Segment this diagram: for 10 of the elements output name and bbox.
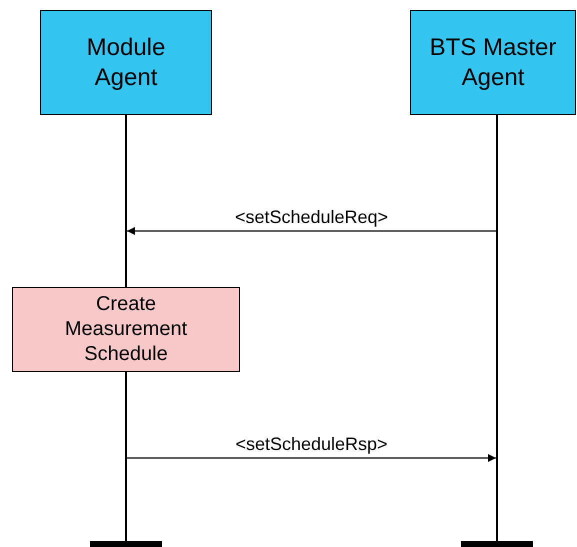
edge-label: <setScheduleRsp>: [233, 434, 390, 455]
lifeline: [496, 115, 498, 541]
edge-label: <setScheduleReq>: [232, 207, 390, 228]
agent-box: BTS Master Agent: [410, 10, 576, 115]
message-arrow: [127, 227, 496, 235]
agent-box: Module Agent: [40, 10, 212, 115]
lifeline: [125, 115, 127, 287]
message-arrow: [127, 454, 496, 462]
process-box: Create Measurement Schedule: [12, 287, 240, 372]
lifeline: [125, 372, 127, 541]
